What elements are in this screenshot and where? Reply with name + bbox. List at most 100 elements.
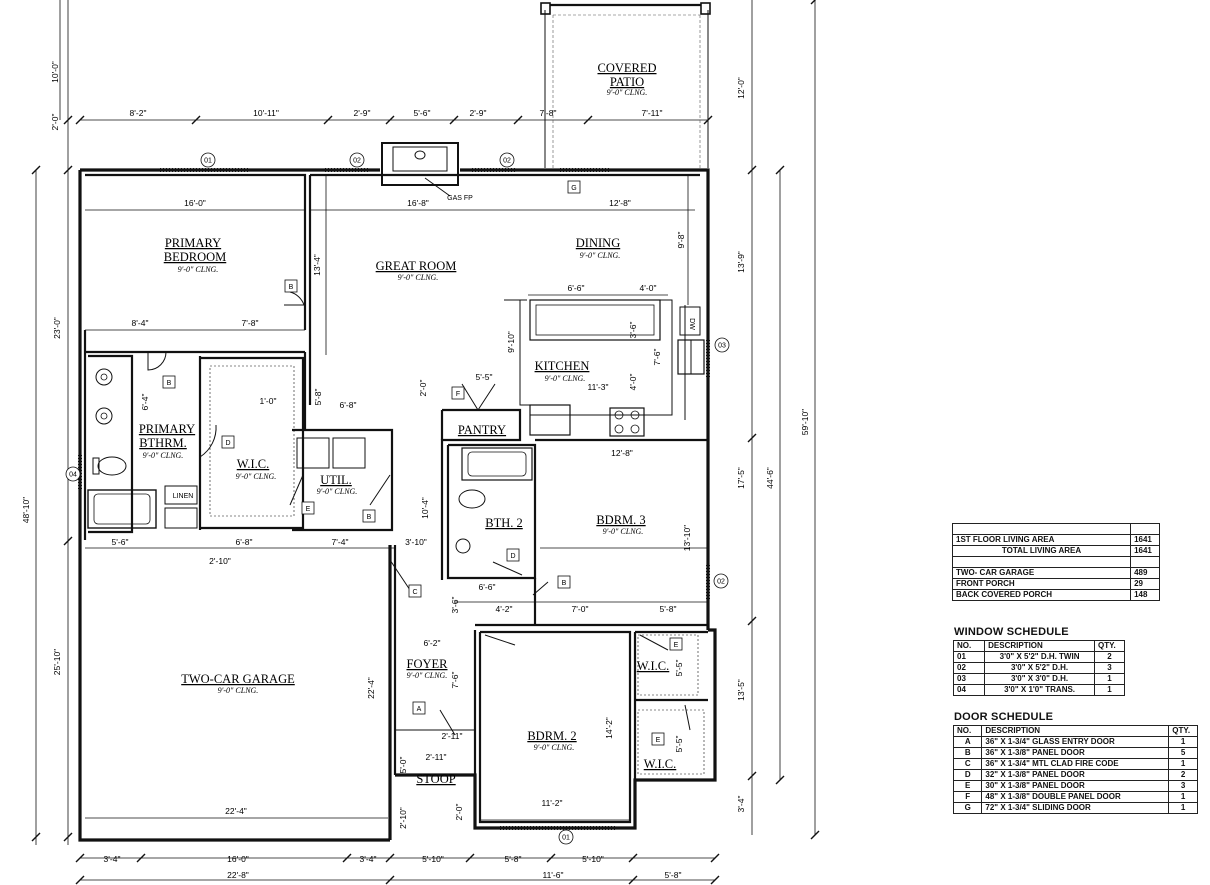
dw-label: DW bbox=[688, 318, 695, 330]
window-tag-02: 02 bbox=[713, 573, 729, 589]
dim-int-33: 3'-6" bbox=[450, 597, 460, 614]
svg-text:03: 03 bbox=[718, 343, 726, 350]
dim-int-40: 2'-10" bbox=[398, 807, 408, 829]
dim-bot-7: 22'-8" bbox=[227, 870, 249, 880]
dim-int-3: 12'-8" bbox=[609, 198, 631, 208]
foyer-label: FOYER bbox=[407, 657, 449, 671]
door-tag-e: E bbox=[651, 732, 665, 746]
patio-clng: 9'-0" CLNG. bbox=[607, 88, 648, 97]
dim-bot-9: 5'-8" bbox=[665, 870, 682, 880]
dim-top-2: 10'-11" bbox=[253, 108, 279, 118]
svg-text:02: 02 bbox=[503, 158, 511, 165]
dining-clng: 9'-0" CLNG. bbox=[580, 251, 621, 260]
svg-text:F: F bbox=[456, 391, 460, 398]
dim-int-28: 2'-10" bbox=[209, 556, 231, 566]
stoop-label: STOOP bbox=[416, 772, 455, 786]
dim-left-4: 48'-10" bbox=[21, 497, 31, 523]
dim-int-11: 3'-6" bbox=[628, 322, 638, 339]
dim-int-43: 14'-2" bbox=[604, 717, 614, 739]
dim-int-13: 5'-5" bbox=[476, 372, 493, 382]
great-room-label: GREAT ROOM bbox=[376, 259, 457, 273]
primary-bath-label: PRIMARY bbox=[139, 422, 195, 436]
door-tag-f: F bbox=[451, 386, 465, 400]
area-label: 1ST FLOOR LIVING AREA bbox=[951, 534, 1132, 546]
svg-text:B: B bbox=[562, 580, 567, 587]
interior-walls bbox=[83, 173, 708, 824]
dim-int-16: 2'-0" bbox=[418, 380, 428, 397]
area-value: 1641 bbox=[1130, 545, 1160, 557]
door-schedule-title: DOOR SCHEDULE bbox=[954, 711, 1054, 723]
svg-text:D: D bbox=[225, 440, 230, 447]
wic-primary-clng: 9'-0" CLNG. bbox=[236, 472, 277, 481]
svg-text:D: D bbox=[510, 553, 515, 560]
dim-int-10: 9'-10" bbox=[506, 331, 516, 353]
fixtures: LINEN DW bbox=[87, 299, 705, 554]
svg-text:E: E bbox=[306, 506, 311, 513]
primary-bath-label-2: BTHRM. bbox=[139, 436, 187, 450]
area-label: TOTAL LIVING AREA bbox=[951, 545, 1132, 557]
great-room-clng: 9'-0" CLNG. bbox=[398, 273, 439, 282]
svg-text:E: E bbox=[656, 737, 661, 744]
gas-fp-label: GAS FP bbox=[447, 195, 473, 202]
dim-int-5: 9'-8" bbox=[676, 232, 686, 249]
door-tag-d: D bbox=[506, 548, 520, 562]
dim-left-5: 25'-10" bbox=[52, 649, 62, 675]
door-schedule-header: NO. DESCRIPTION QTY. bbox=[952, 725, 1198, 737]
area-value: 489 bbox=[1130, 567, 1160, 579]
bdrm2-label: BDRM. 2 bbox=[527, 729, 576, 743]
dim-int-30: 4'-2" bbox=[496, 604, 513, 614]
svg-text:B: B bbox=[367, 514, 372, 521]
primary-bath-clng: 9'-0" CLNG. bbox=[143, 451, 184, 460]
covered-patio bbox=[540, 2, 711, 168]
window-schedule-title: WINDOW SCHEDULE bbox=[954, 626, 1069, 638]
dim-int-44: 5'-5" bbox=[674, 660, 684, 677]
dim-int-27: 3'-10" bbox=[405, 537, 427, 547]
dim-left-3: 23'-0" bbox=[52, 317, 62, 339]
window-tag-01: 01 bbox=[200, 152, 216, 168]
foyer-clng: 9'-0" CLNG. bbox=[407, 671, 448, 680]
dim-int-17: 6'-4" bbox=[140, 394, 150, 411]
dim-int-46: 22'-4" bbox=[225, 806, 247, 816]
svg-text:01: 01 bbox=[562, 835, 570, 842]
svg-text:B: B bbox=[289, 284, 294, 291]
svg-text:04: 04 bbox=[69, 472, 77, 479]
primary-bedroom-label: PRIMARY bbox=[165, 236, 221, 250]
garage-label: TWO-CAR GARAGE bbox=[181, 672, 295, 686]
area-value: 148 bbox=[1130, 589, 1160, 601]
dining-label: DINING bbox=[576, 236, 620, 250]
svg-text:G: G bbox=[571, 185, 576, 192]
dim-right-5: 44'-6" bbox=[765, 467, 775, 489]
dim-top-6: 7'-8" bbox=[540, 108, 557, 118]
dim-bot-4: 5'-10" bbox=[422, 854, 444, 864]
dim-top-5: 2'-9" bbox=[470, 108, 487, 118]
dim-int-14: 11'-3" bbox=[587, 382, 608, 392]
kitchen-label: KITCHEN bbox=[535, 359, 590, 373]
area-value: 1641 bbox=[1130, 534, 1160, 546]
dim-bot-3: 3'-4" bbox=[360, 854, 377, 864]
door-tag-d: D bbox=[221, 435, 235, 449]
dim-right-3: 17'-5" bbox=[736, 467, 746, 489]
bdrm3-label: BDRM. 3 bbox=[596, 513, 645, 527]
dim-int-31: 7'-0" bbox=[572, 604, 589, 614]
door-tag-b: B bbox=[557, 575, 571, 589]
area-label: TWO- CAR GARAGE bbox=[951, 567, 1132, 579]
dim-left-2: 2'-0" bbox=[50, 114, 60, 131]
svg-text:02: 02 bbox=[717, 579, 725, 586]
svg-text:E: E bbox=[674, 642, 679, 649]
dim-int-26: 7'-4" bbox=[332, 537, 349, 547]
dim-int-41: 2'-0" bbox=[454, 804, 464, 821]
dim-right-4: 59'-10" bbox=[800, 409, 810, 435]
bath2-label: BTH. 2 bbox=[485, 516, 523, 530]
dim-int-45: 5'-5" bbox=[674, 736, 684, 753]
